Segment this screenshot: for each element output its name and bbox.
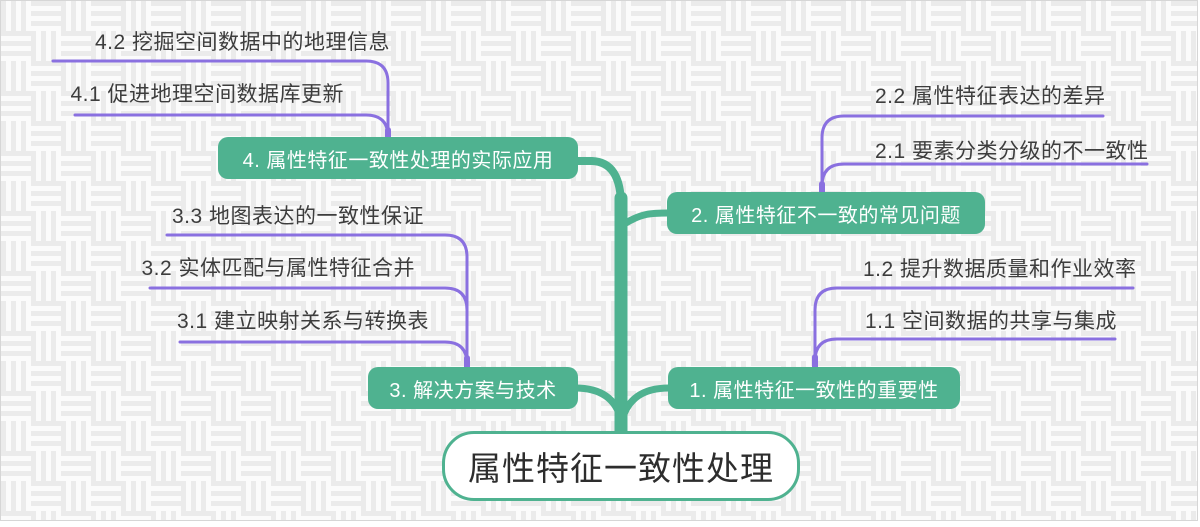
branch-node-1[interactable]: 1. 属性特征一致性的重要性	[668, 367, 960, 409]
subtopic-3-1[interactable]: 3.1 建立映射关系与转换表	[176, 310, 429, 333]
subtopic-4-2[interactable]: 4.2 挖掘空间数据中的地理信息	[94, 31, 390, 54]
branch-node-2[interactable]: 2. 属性特征不一致的常见问题	[667, 192, 985, 234]
subtopic-2-1[interactable]: 2.1 要素分类分级的不一致性	[875, 140, 1149, 163]
subtopic-3-3[interactable]: 3.3 地图表达的一致性保证	[171, 205, 424, 228]
root-topic-node[interactable]: 属性特征一致性处理	[442, 431, 800, 501]
subtopic-4-1[interactable]: 4.1 促进地理空间数据库更新	[70, 83, 344, 106]
subtopic-2-2[interactable]: 2.2 属性特征表达的差异	[875, 85, 1106, 108]
branch-node-4[interactable]: 4. 属性特征一致性处理的实际应用	[218, 137, 578, 179]
branch-node-3[interactable]: 3. 解决方案与技术	[368, 367, 578, 409]
subtopic-1-1[interactable]: 1.1 空间数据的共享与集成	[865, 310, 1118, 333]
subtopic-1-2[interactable]: 1.2 提升数据质量和作业效率	[863, 258, 1137, 281]
subtopic-3-2[interactable]: 3.2 实体匹配与属性特征合并	[141, 257, 415, 280]
